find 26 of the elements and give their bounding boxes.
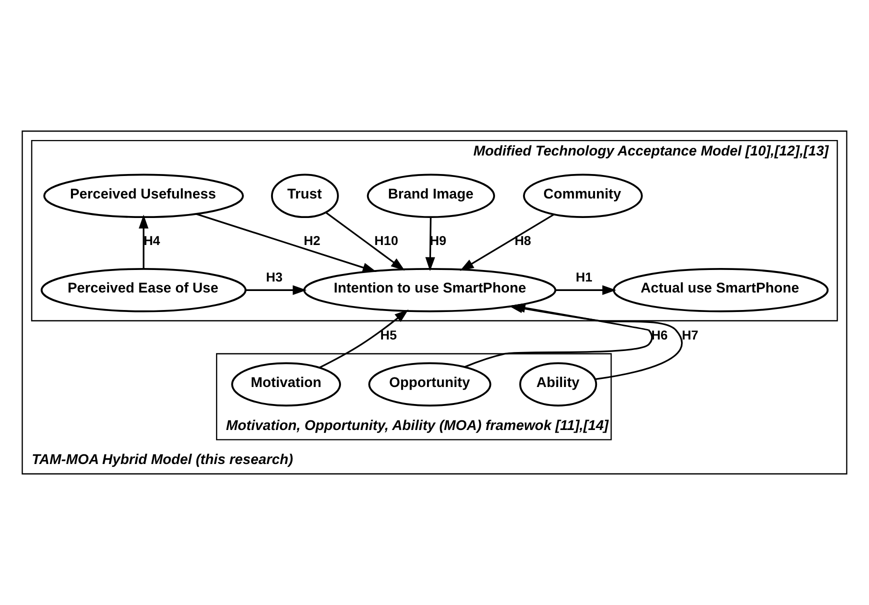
- node-ellipse: Perceived Ease of Use: [40, 268, 246, 312]
- node-ellipse: Perceived Usefulness: [43, 174, 244, 218]
- node-ellipse: Trust: [271, 174, 339, 218]
- node-ellipse: Opportunity: [368, 362, 492, 406]
- arrow: [326, 212, 405, 271]
- arrow: [246, 285, 307, 295]
- edge-label: H4: [144, 233, 160, 248]
- edge-label: H5: [380, 327, 397, 342]
- arrow: [460, 214, 554, 271]
- node-ellipse: Motivation: [231, 362, 342, 406]
- edge-label: H10: [374, 233, 398, 248]
- node-ellipse: Community: [522, 174, 643, 218]
- node-ellipse: Ability: [519, 362, 598, 406]
- arrow: [196, 213, 377, 272]
- arrow: [556, 285, 616, 295]
- edge-label: H1: [576, 270, 592, 285]
- arrow: [425, 217, 436, 272]
- node-ellipse: Actual use SmartPhone: [612, 268, 829, 312]
- arrow: [319, 310, 408, 368]
- edge-label: H7: [682, 327, 698, 342]
- edge-label: H2: [304, 233, 320, 248]
- arrow: [138, 214, 148, 269]
- edge-label: H6: [651, 327, 668, 342]
- node-ellipse: Brand Image: [366, 174, 496, 218]
- edge-label: H8: [514, 233, 532, 248]
- edge-label: H3: [266, 270, 283, 285]
